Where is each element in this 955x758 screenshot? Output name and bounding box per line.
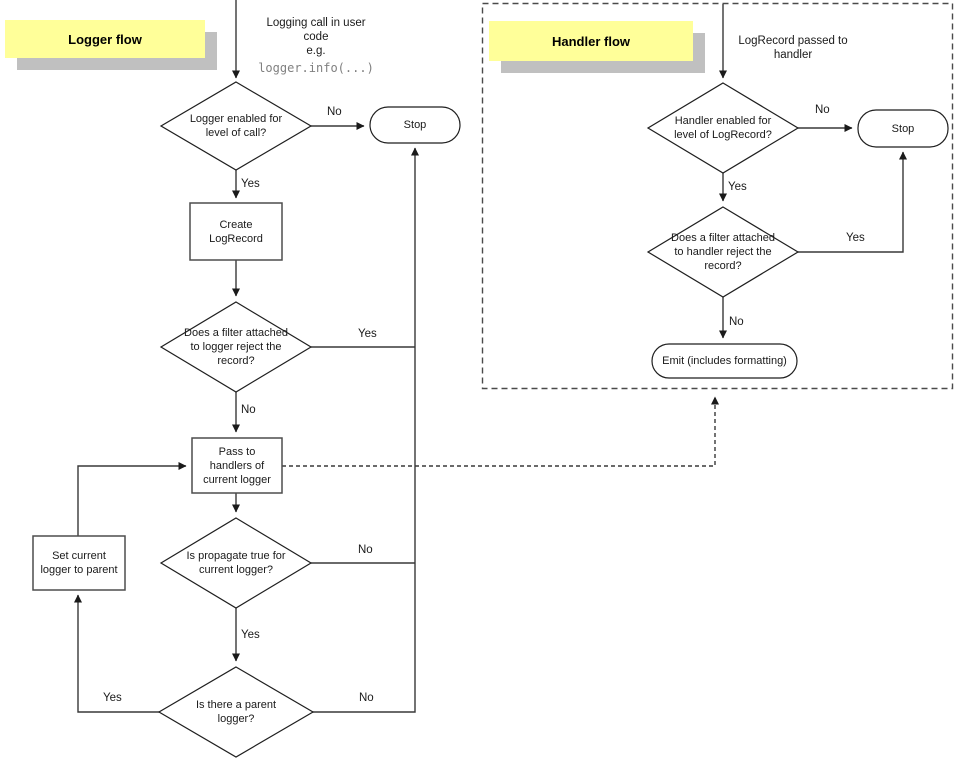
propagate-question: Is propagate true for current logger? — [186, 550, 286, 576]
handler-enabled-diamond — [646, 82, 800, 174]
handler-filter-diamond — [646, 206, 800, 298]
handler-enabled-question: Handler enabled for level of LogRecord? — [674, 115, 772, 141]
handler-flow-title: Handler flow — [489, 21, 693, 61]
logger-stop-label: Stop — [403, 119, 427, 131]
logger-flow-title-text: Logger flow — [68, 31, 142, 47]
handler-enabled-no-label: No — [815, 104, 830, 116]
handler-stop-label: Stop — [891, 122, 915, 135]
create-logrecord-box — [189, 202, 283, 261]
logger-flow-edges — [74, 0, 719, 713]
emit-terminator — [651, 343, 798, 379]
logger-stop-terminator — [369, 106, 461, 144]
parent-logger-diamond — [157, 666, 315, 758]
handler-flow-edges — [719, 4, 907, 339]
logger-flow-title: Logger flow — [5, 20, 205, 58]
handler-flow-frame — [481, 2, 954, 390]
handler-flow-shapes — [646, 82, 949, 379]
logger-start-note: Logging call in user code e.g. — [266, 17, 366, 57]
handler-start-note: LogRecord passed to handler — [738, 35, 848, 61]
handler-filter-no-label: No — [729, 316, 744, 328]
propagate-yes-label: Yes — [241, 629, 260, 641]
logger-filter-no-label: No — [241, 404, 256, 416]
set-current-logger-box — [32, 535, 126, 591]
logger-start-code: logger.info(...) — [258, 61, 374, 75]
set-current-logger-label: Set current logger to parent — [40, 550, 118, 576]
propagate-diamond — [159, 517, 313, 609]
logger-enabled-no-label: No — [327, 106, 342, 118]
handler-flow-title-text: Handler flow — [551, 33, 630, 49]
handler-stop-terminator — [857, 109, 949, 148]
parent-no-label: No — [359, 692, 374, 704]
handler-filter-yes-label: Yes — [846, 232, 865, 244]
logger-filter-question: Does a filter attached to logger reject … — [184, 327, 288, 367]
pass-to-handlers-box — [191, 437, 283, 494]
emit-label: Emit (includes formatting) — [662, 355, 787, 367]
logger-enabled-diamond — [159, 81, 313, 171]
parent-yes-label: Yes — [103, 692, 122, 704]
handler-filter-question: Does a filter attached to handler reject… — [671, 232, 775, 272]
logger-filter-yes-label: Yes — [358, 328, 377, 340]
parent-logger-question: Is there a parent logger? — [195, 699, 277, 725]
propagate-no-label: No — [358, 544, 373, 556]
logger-filter-diamond — [159, 301, 313, 393]
logger-enabled-yes-label: Yes — [241, 178, 260, 190]
create-logrecord-label: Create LogRecord — [209, 218, 263, 245]
logger-flow-shapes — [32, 81, 461, 758]
pass-to-handlers-label: Pass to handlers of current logger — [203, 445, 271, 486]
handler-enabled-yes-label: Yes — [728, 181, 747, 193]
logger-enabled-question: Logger enabled for level of call? — [189, 113, 283, 139]
